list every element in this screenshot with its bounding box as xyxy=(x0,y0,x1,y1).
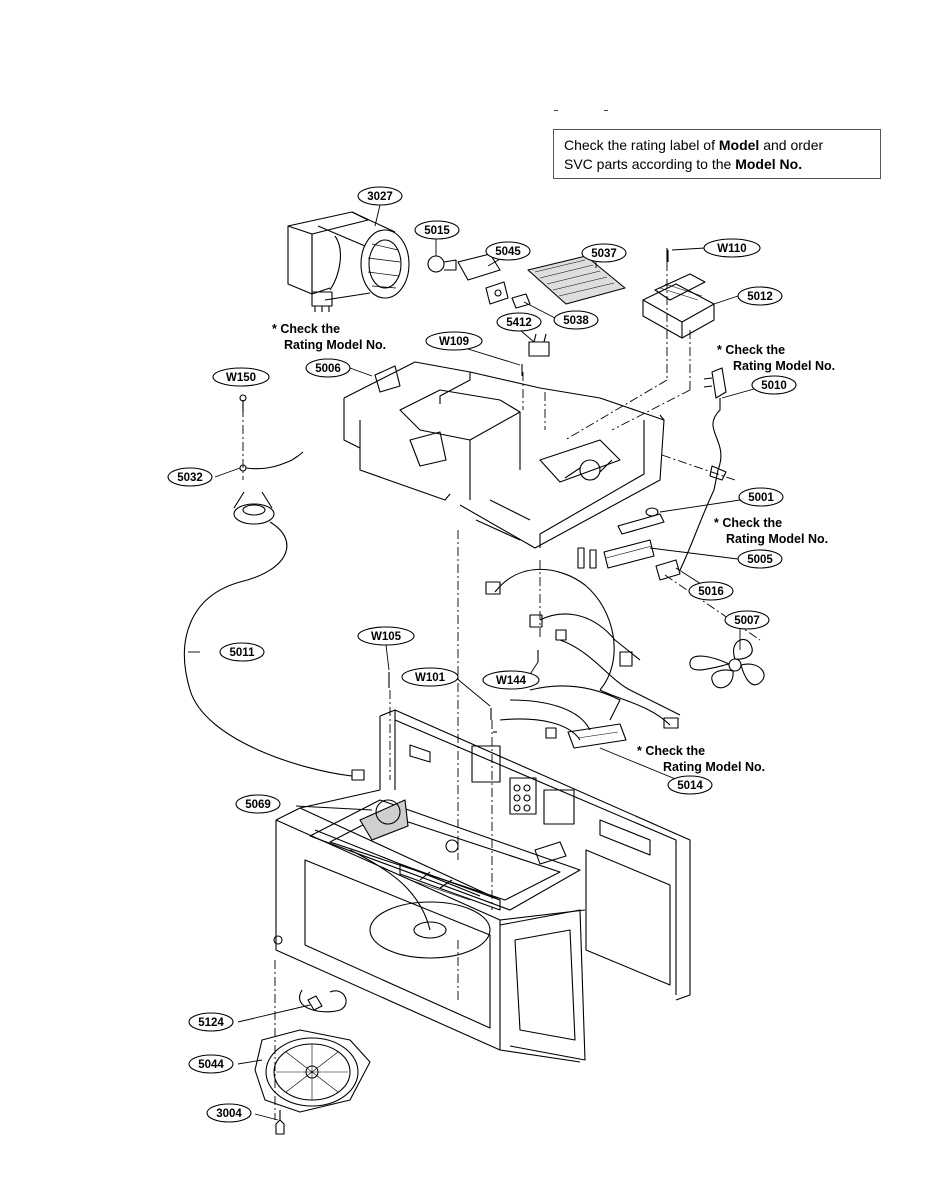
check-rating-note: * Check the Rating Model No. xyxy=(714,516,829,546)
part-label: 5012 xyxy=(747,291,773,303)
part-label: 5032 xyxy=(177,472,203,484)
assembly-guide-lines xyxy=(242,262,761,1120)
stirrer-cover-drawing xyxy=(254,989,371,1135)
part-label: W109 xyxy=(439,336,469,348)
wire-harness-drawing xyxy=(485,547,681,749)
thermal-switch-drawing xyxy=(528,333,550,357)
part-label: 5016 xyxy=(698,586,724,598)
part-label: 5015 xyxy=(424,225,450,237)
charcoal-filter-drawing xyxy=(527,255,626,305)
part-label: 5011 xyxy=(230,647,256,659)
part-label: 5001 xyxy=(748,492,774,504)
stray-mark xyxy=(604,110,608,111)
notice-line-2: SVC parts according to the Model No. xyxy=(564,156,803,172)
part-label: W105 xyxy=(371,631,402,643)
part-label: 5037 xyxy=(591,248,617,260)
check-rating-note: * Check the Rating Model No. xyxy=(272,322,387,352)
air-guide-duct-drawing xyxy=(343,361,665,549)
oven-cavity-drawing xyxy=(273,709,691,1063)
part-label: W150 xyxy=(226,372,256,384)
part-label: 5007 xyxy=(734,615,760,627)
capacitor-drawing xyxy=(603,507,681,581)
notice-line-1: Check the rating label of Model and orde… xyxy=(564,137,824,153)
part-label: 3004 xyxy=(216,1108,242,1120)
part-label: 5069 xyxy=(245,799,271,811)
power-cord-drawing xyxy=(679,367,727,571)
part-label: 5412 xyxy=(506,317,532,329)
part-label: 3027 xyxy=(367,191,393,203)
magnetron-plate-drawing xyxy=(309,799,581,911)
model-notice-box: Check the rating label of Model and orde… xyxy=(553,129,881,179)
stray-mark xyxy=(554,110,558,111)
label-ovals xyxy=(167,186,797,1123)
check-rating-note: * Check the Rating Model No. xyxy=(637,744,766,774)
part-label: W110 xyxy=(717,243,746,255)
check-rating-note: * Check the Rating Model No. xyxy=(717,343,836,373)
part-label: W144 xyxy=(496,675,527,687)
part-label: 5014 xyxy=(677,780,703,792)
blower-motor-drawing xyxy=(287,211,410,312)
part-label: 5038 xyxy=(563,315,589,327)
part-label: W101 xyxy=(415,672,446,684)
fan-blade-drawing xyxy=(689,638,765,689)
part-label: 5006 xyxy=(315,363,341,375)
part-label: 5124 xyxy=(198,1017,224,1029)
screw-drawings xyxy=(388,250,669,733)
part-label: 5010 xyxy=(761,380,787,392)
part-label: 5044 xyxy=(198,1059,224,1071)
lamp-socket-drawing xyxy=(427,253,531,309)
part-label: 5045 xyxy=(495,246,521,258)
part-labels: 3027 5015 5045 5037 W110 5012 5038 5412 … xyxy=(177,191,787,1120)
sensor-harness-drawing xyxy=(183,394,365,781)
part-label: 5005 xyxy=(747,554,773,566)
transformer-drawing xyxy=(642,248,715,339)
